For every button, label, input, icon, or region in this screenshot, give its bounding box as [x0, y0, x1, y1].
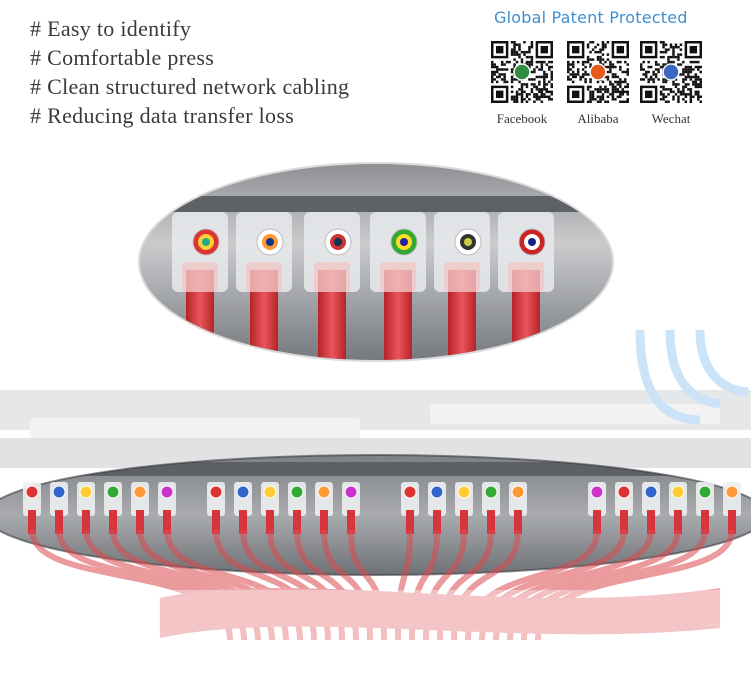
panel-port	[642, 482, 660, 534]
qr-facebook[interactable]: Facebook	[487, 41, 557, 127]
panel-port	[261, 482, 279, 534]
panel-port	[455, 482, 473, 534]
panel-port	[696, 482, 714, 534]
qr-label: Wechat	[651, 111, 691, 126]
panel-port	[401, 482, 419, 534]
feature-list: # Easy to identify # Comfortable press #…	[30, 14, 349, 130]
panel-port	[288, 482, 306, 534]
connector-port	[304, 212, 360, 360]
panel-port	[131, 482, 149, 534]
patent-label: Global Patent Protected	[494, 8, 688, 27]
qr-code-icon	[491, 41, 553, 103]
qr-alibaba[interactable]: Alibaba	[563, 41, 633, 127]
connector-port	[370, 212, 426, 360]
panel-port	[482, 482, 500, 534]
panel-port	[669, 482, 687, 534]
panel-port	[615, 482, 633, 534]
panel-port	[342, 482, 360, 534]
qr-label: Facebook	[496, 111, 548, 126]
background-rack	[0, 329, 751, 468]
panel-port	[50, 482, 68, 534]
panel-port	[158, 482, 176, 534]
panel-port	[723, 482, 741, 534]
panel-port	[428, 482, 446, 534]
cable-bundle	[29, 529, 735, 641]
qr-label: Alibaba	[577, 111, 619, 126]
connector-port	[434, 212, 490, 360]
zoomed-connectors	[138, 162, 614, 362]
panel-port	[77, 482, 95, 534]
panel-port	[509, 482, 527, 534]
feature-item: # Reducing data transfer loss	[30, 103, 295, 128]
qr-wechat[interactable]: Wechat	[636, 41, 706, 127]
connector-port	[236, 212, 292, 360]
qr-code-icon	[640, 41, 702, 103]
panel-port	[23, 482, 41, 534]
feature-item: # Easy to identify	[30, 16, 192, 41]
panel-port	[234, 482, 252, 534]
panel-port	[104, 482, 122, 534]
panel-port	[207, 482, 225, 534]
qr-code-icon	[567, 41, 629, 103]
panel-port	[315, 482, 333, 534]
feature-item: # Comfortable press	[30, 45, 215, 70]
feature-item: # Clean structured network cabling	[30, 74, 350, 99]
panel-port	[588, 482, 606, 534]
